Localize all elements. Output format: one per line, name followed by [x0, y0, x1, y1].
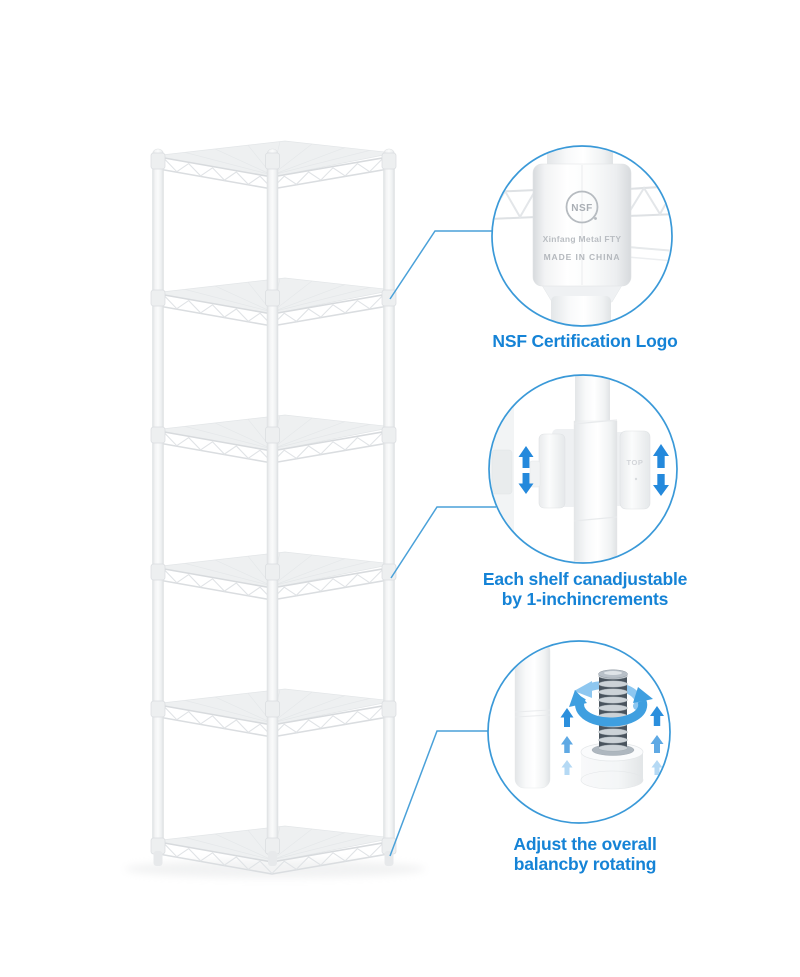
shelf-collar: [265, 563, 280, 581]
callout-ring: [487, 640, 671, 824]
shelf-collar: [265, 152, 280, 170]
up-arrow-icon: [560, 708, 574, 727]
caption-shelf-adjustable: Each shelf canadjustable by 1-inchincrem…: [460, 569, 710, 609]
maker-text: Xinfang Metal FTY: [543, 234, 622, 244]
shelf-collar: [265, 289, 280, 307]
origin-text: MADE IN CHINA: [544, 252, 621, 262]
down-arrow-icon: [653, 474, 669, 496]
shelf-collar: [381, 700, 397, 718]
callout-ring: [488, 374, 678, 564]
leader-line-nsf: [389, 230, 492, 300]
shelf-collar: [381, 563, 397, 581]
shelf-clip-right: [619, 430, 651, 510]
adjust-arrows: [518, 444, 669, 496]
caption-adjust-balance: Adjust the overall balancby rotating: [460, 834, 710, 874]
callout-circle-adjustable: TOP: [488, 374, 678, 564]
shelf-clip-left: [538, 433, 566, 509]
shelf-collar: [150, 152, 166, 170]
leveling-foot: [384, 851, 394, 866]
callout-ring: [491, 145, 673, 327]
leveling-foot: [268, 851, 277, 866]
leveling-foot: [153, 851, 163, 866]
threaded-screw: [591, 669, 635, 756]
shelf-collar: [381, 152, 397, 170]
up-arrow-icon: [518, 446, 534, 468]
up-arrow-icon: [653, 444, 669, 468]
up-arrow-icon: [561, 736, 573, 753]
clip-top-label: TOP: [626, 458, 643, 467]
center-post-top: [575, 376, 610, 424]
rotate-arrow-icon: [569, 687, 653, 727]
caption-line-1: Adjust the overall: [513, 834, 657, 854]
background-post-foot: [490, 546, 510, 560]
shelf-collar: [265, 426, 280, 444]
shelf-post-bottom: [551, 296, 611, 325]
leader-line-leveling: [389, 730, 489, 857]
shelf-collar: [150, 426, 166, 444]
shelf-post: [152, 148, 164, 854]
clip-notch: [529, 460, 541, 488]
up-arrow-icon: [650, 735, 664, 753]
lift-arrows: [560, 706, 664, 775]
callout-circle-leveling: [487, 640, 671, 824]
registered-mark-icon: [594, 217, 597, 220]
shelf-post: [266, 148, 279, 854]
nsf-logo-badge: [565, 190, 599, 224]
caption-nsf-certification: NSF Certification Logo: [492, 331, 678, 351]
shelf-collar: [381, 426, 397, 444]
shelf-collar: [150, 700, 166, 718]
leader-line-adjustable: [390, 506, 496, 579]
caption-line-1: Each shelf canadjustable: [482, 569, 688, 589]
nsf-logo-text: NSF: [571, 203, 593, 214]
callout-circle-nsf: NSF Xinfang Metal FTY MADE IN CHINA: [491, 145, 673, 327]
up-arrow-icon: [650, 706, 664, 726]
shelf-collar: [150, 563, 166, 581]
caption-line-2: by 1-inchincrements: [501, 589, 669, 609]
shelf-collar: [265, 700, 280, 718]
up-arrow-icon: [651, 760, 663, 775]
background-clip: [491, 449, 513, 495]
shelf-collar: [150, 289, 166, 307]
down-arrow-icon: [518, 473, 534, 494]
up-arrow-icon: [561, 760, 573, 775]
center-post: [573, 420, 618, 562]
caption-line-2: balancby rotating: [513, 854, 657, 874]
corner-shelf-unit: [125, 140, 425, 878]
shelf-post: [383, 148, 395, 854]
